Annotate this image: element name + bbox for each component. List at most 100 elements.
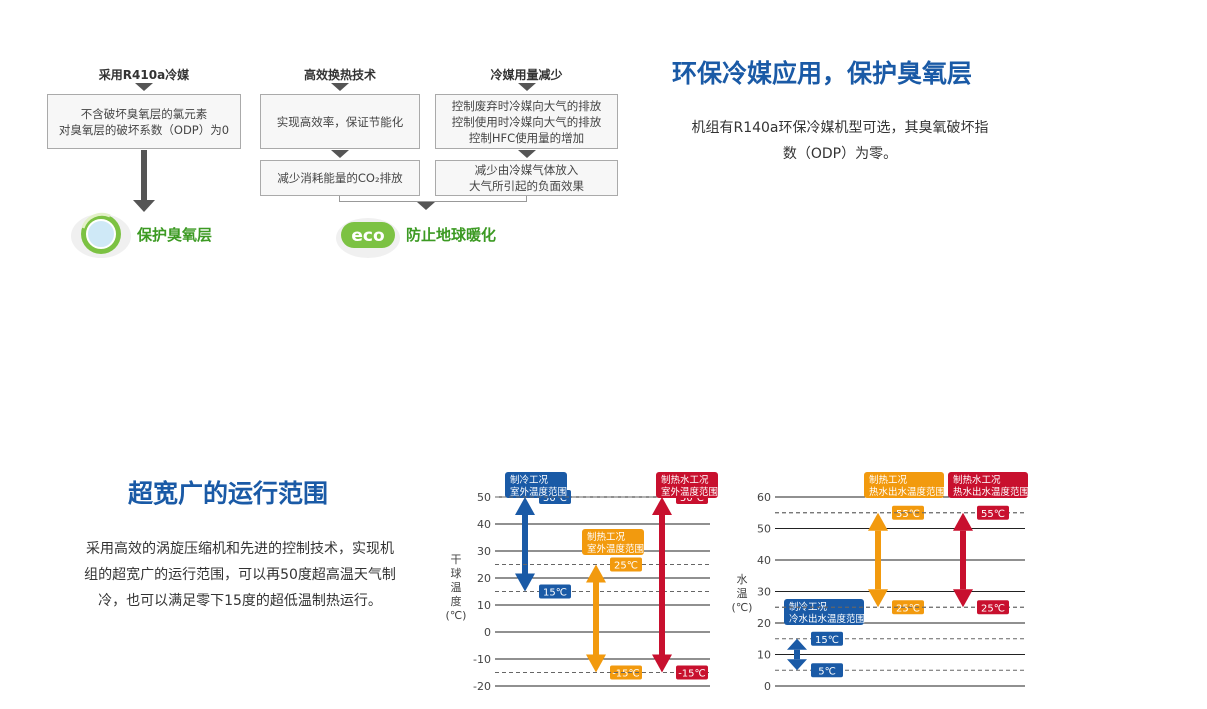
range-arrow-up-icon [868,512,888,531]
y-tick-label: 10 [757,649,771,662]
col2-box2: 减少消耗能量的CO₂排放 [260,160,420,196]
col1-box-line1: 不含破坏臭氧层的氯元素 [80,106,208,121]
range-arrow-down-icon [586,654,606,673]
col3-box2: 减少由冷媒气体放入 大气所引起的负面效果 [435,160,618,196]
series-label-text: 制冷工况 [789,601,828,613]
series-label-text: 室外温度范围 [587,543,644,555]
eco-badge: eco [335,208,401,260]
range-arrow-down-icon [515,573,535,592]
min-value-tag [977,600,1009,615]
y-axis-label: 球 [451,566,462,580]
range-arrow-down-icon [953,589,973,608]
y-tick-label: 40 [477,518,491,531]
min-value-label: 25℃ [981,603,1005,614]
series-label-box [505,472,567,498]
y-tick-label: 60 [757,491,771,504]
y-tick-label: 20 [477,572,491,585]
section1-text-line1: 机组有R140a环保冷媒机型可选，其臭氧破坏指 [691,120,989,136]
merge-line-right [526,196,527,202]
series-label-text: 热水出水温度范围 [953,486,1029,498]
col3-box1-line3: 控制HFC使用量的增加 [468,130,585,145]
y-tick-label: 0 [764,680,771,693]
max-value-label: 55℃ [896,509,920,520]
y-tick-label: 50 [477,491,491,504]
col1-arrow-icon [135,83,153,91]
col1-box: 不含破坏臭氧层的氯元素 对臭氧层的破坏系数（ODP）为0 [47,94,241,149]
max-value-label: 50℃ [543,493,567,504]
min-value-label: 5℃ [818,666,836,677]
col1-down-shaft [141,150,147,202]
series-label-text: 制热工况 [587,531,626,543]
range-arrow-down-icon [868,589,888,608]
col3-heading: 冷媒用量减少 [490,68,563,82]
col1-down-arrow-icon [133,200,155,212]
series-label-text: 制热水工况 [661,474,709,486]
min-value-label: -15℃ [612,669,640,680]
range-arrow-down-icon [652,654,672,673]
y-axis-label: (℃) [732,601,753,614]
series-label-text: 制冷工况 [510,474,549,486]
water-temp-range-chart: 水温(℃)605040302010015℃5℃制冷工况冷水出水温度范围55℃25… [732,472,1029,693]
col3-box2-line1: 减少由冷媒气体放入 [474,163,579,177]
range-arrow-down-icon [787,659,807,671]
range-arrow-up-icon [586,564,606,583]
y-tick-label: 20 [757,617,771,630]
y-axis-label: 温 [451,581,462,594]
col3-box1: 控制废弃时冷媒向大气的排放 控制使用时冷媒向大气的排放 控制HFC使用量的增加 [435,94,618,149]
series-label-text: 热水出水温度范围 [869,486,945,498]
y-tick-label: 10 [477,599,491,612]
section2-title: 超宽广的运行范围 [128,479,329,508]
eco-logo-text: eco [351,226,384,246]
series-label-box [784,599,864,625]
series-label-text: 制热工况 [869,474,908,486]
max-value-label: 25℃ [614,561,638,572]
max-value-label: 50℃ [680,493,704,504]
series-label-box [864,472,944,498]
max-value-tag [610,557,642,572]
earth-icon [71,212,131,258]
section2-text-line1: 采用高效的涡旋压缩机和先进的控制技术，实现机 [86,541,394,557]
range-arrow-up-icon [953,512,973,531]
max-value-tag [811,631,843,646]
col3-box2-line2: 大气所引起的负面效果 [469,179,584,193]
col3-box1-line1: 控制废弃时冷媒向大气的排放 [451,98,602,113]
series-label-box [948,472,1028,498]
range-arrow-up-icon [787,638,807,650]
y-tick-label: -20 [473,680,491,693]
y-axis-label: 干 [451,553,462,566]
series-label-text: 室外温度范围 [510,486,567,498]
series-label-text: 冷水出水温度范围 [789,613,865,625]
series-label-text: 制热水工况 [953,474,1001,486]
max-value-label: 55℃ [981,509,1005,520]
min-value-label: 25℃ [896,603,920,614]
col3-arrow2-icon [518,150,536,158]
merge-line-left [339,196,340,202]
min-value-tag [539,584,571,599]
min-value-tag [811,663,843,678]
section1-text-line2: 数（ODP）为零。 [782,146,898,162]
col2-arrow-icon [331,83,349,91]
y-tick-label: 50 [757,523,771,536]
col1-heading: 采用R410a冷媒 [98,68,190,82]
series-label-text: 室外温度范围 [661,486,718,498]
col2-heading: 高效换热技术 [303,68,376,82]
max-value-label: 15℃ [815,635,839,646]
eco-badge-label: 防止地球暖化 [406,226,497,244]
min-value-tag [610,665,642,680]
section2-text-line3: 冷，也可以满足零下15度的超低温制热运行。 [98,593,382,609]
range-arrow-up-icon [652,497,672,515]
eco-logo-icon: eco [336,218,400,258]
min-value-tag [676,665,708,680]
y-tick-label: -10 [473,653,491,666]
col2-box1: 实现高效率，保证节能化 [260,94,420,149]
series-label-box [656,472,718,498]
y-tick-label: 30 [477,545,491,558]
merge-line [339,201,527,202]
series-label-box [582,529,644,555]
outdoor-temp-range-chart: 干球温度(℃)50403020100-10-2050℃15℃制冷工况室外温度范围… [446,472,718,693]
y-axis-label: 温 [737,587,748,600]
y-axis-label: 水 [737,573,748,586]
section2-text-line2: 组的超宽广的运行范围，可以再50度超高温天气制 [84,567,396,583]
ozone-badge-label: 保护臭氧层 [137,226,213,244]
section1-text: 机组有R140a环保冷媒机型可选，其臭氧破坏指 数（ODP）为零。 [660,115,1020,167]
